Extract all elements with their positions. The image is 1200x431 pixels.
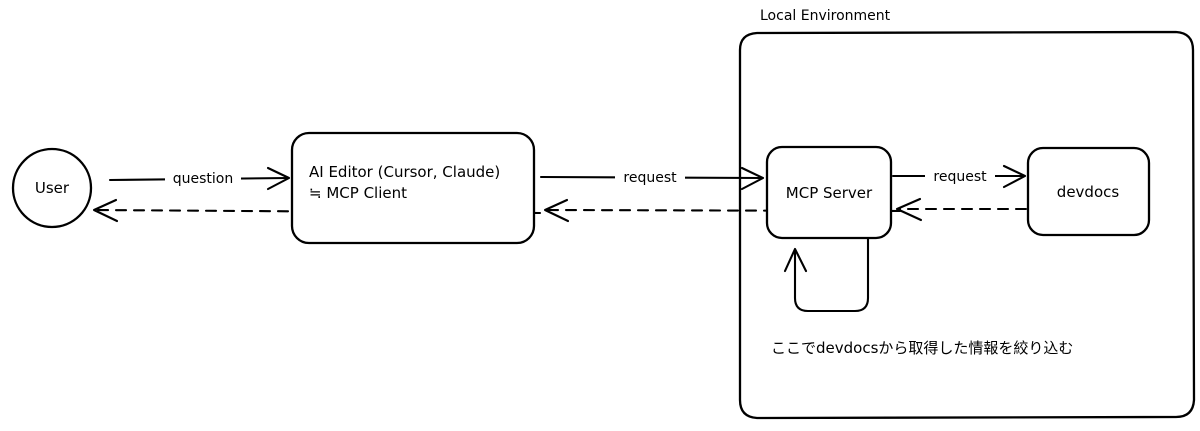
node-ai-editor[interactable]: AI Editor (Cursor, Claude) ≒ MCP Client xyxy=(290,131,536,245)
local-environment-title: Local Environment xyxy=(760,8,891,24)
node-user-label: User xyxy=(35,179,70,197)
edge-mcp-server-self-loop xyxy=(783,236,870,313)
node-ai-editor-label-line2: ≒ MCP Client xyxy=(309,184,407,202)
edge-label-request-server-devdocs-text: request xyxy=(933,169,987,185)
node-mcp-server-label: MCP Server xyxy=(786,184,873,202)
node-devdocs[interactable]: devdocs xyxy=(1026,146,1151,237)
edge-label-request-editor-server: request xyxy=(615,166,685,187)
edge-label-request-editor-server-text: request xyxy=(623,170,677,186)
edge-devdocs-to-mcp-server xyxy=(895,197,1028,222)
edge-label-question-text: question xyxy=(173,171,233,187)
edge-label-request-server-devdocs: request xyxy=(925,165,995,186)
local-environment-group xyxy=(738,30,1196,420)
edge-label-question: question xyxy=(165,167,241,188)
node-ai-editor-label-line1: AI Editor (Cursor, Claude) xyxy=(309,163,500,181)
node-devdocs-label: devdocs xyxy=(1057,183,1120,201)
note-filter-devdocs-info: ここでdevdocsから取得した情報を絞り込む xyxy=(771,339,1073,357)
node-user[interactable]: User xyxy=(11,147,93,229)
node-mcp-server[interactable]: MCP Server xyxy=(765,145,893,240)
